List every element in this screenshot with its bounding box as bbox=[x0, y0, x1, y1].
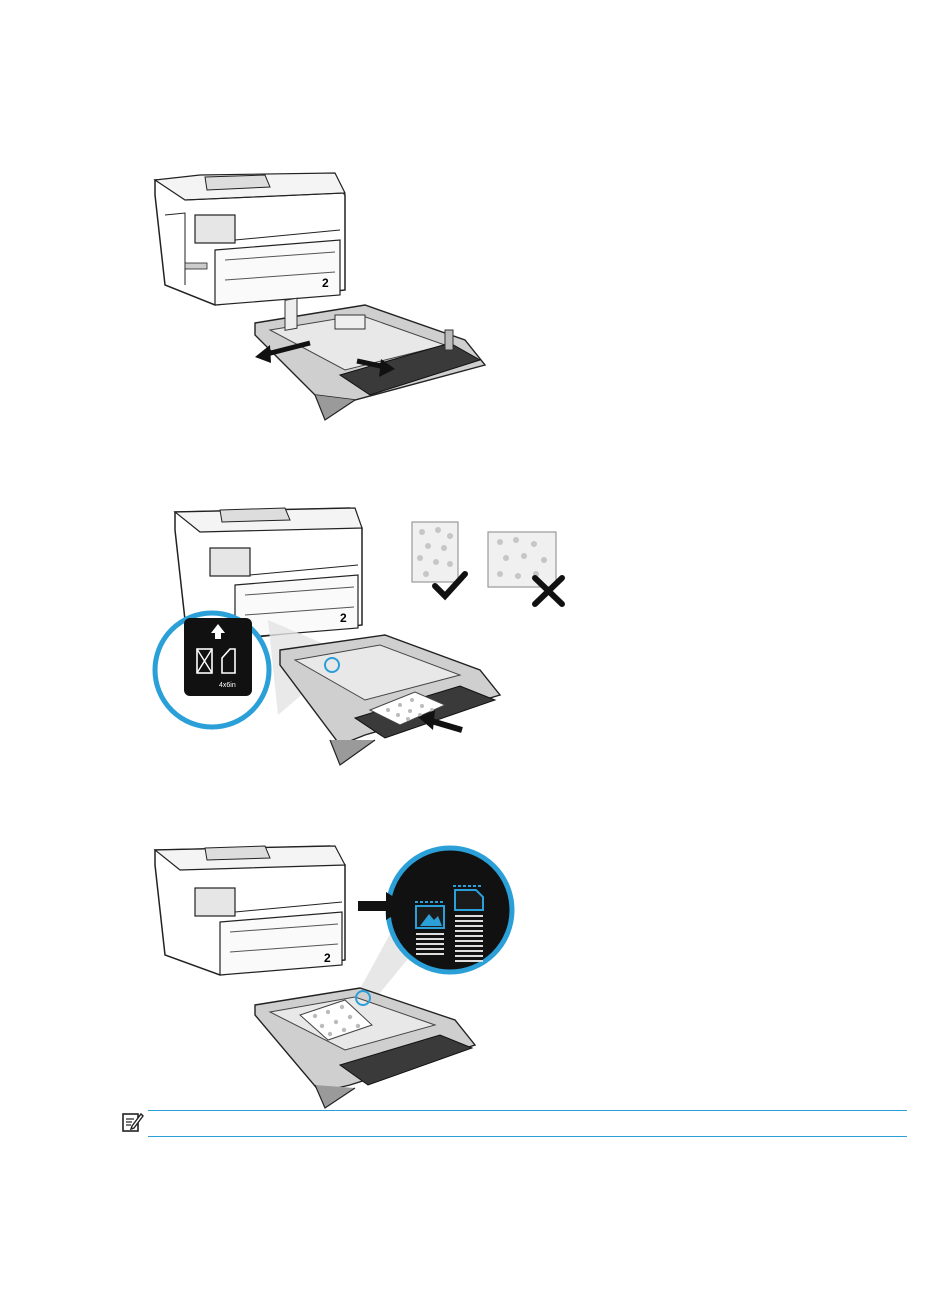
printer-load-paper-illustration: 2 4x6in bbox=[150, 500, 590, 770]
note-divider-top bbox=[148, 1110, 907, 1111]
portrait-ok-icon bbox=[412, 522, 465, 596]
tray-number-label: 2 bbox=[322, 276, 329, 290]
figure-pull-out-tray: 2 bbox=[145, 165, 505, 425]
figure-load-paper: 2 4x6in bbox=[150, 500, 590, 770]
callout-circle bbox=[388, 848, 512, 972]
landscape-not-ok-icon bbox=[488, 532, 562, 604]
tray-number-label: 2 bbox=[324, 951, 331, 965]
size-label: 4x6in bbox=[219, 682, 236, 689]
note-divider-bottom bbox=[148, 1136, 907, 1137]
printer-tray-pull-out-illustration: 2 bbox=[145, 165, 505, 425]
printer-tray-insert-illustration: 2 bbox=[150, 830, 525, 1110]
figure-insert-tray: 2 bbox=[150, 830, 525, 1110]
note-icon bbox=[120, 1110, 144, 1134]
tray-number-label: 2 bbox=[340, 611, 347, 625]
note-box bbox=[112, 1108, 907, 1138]
